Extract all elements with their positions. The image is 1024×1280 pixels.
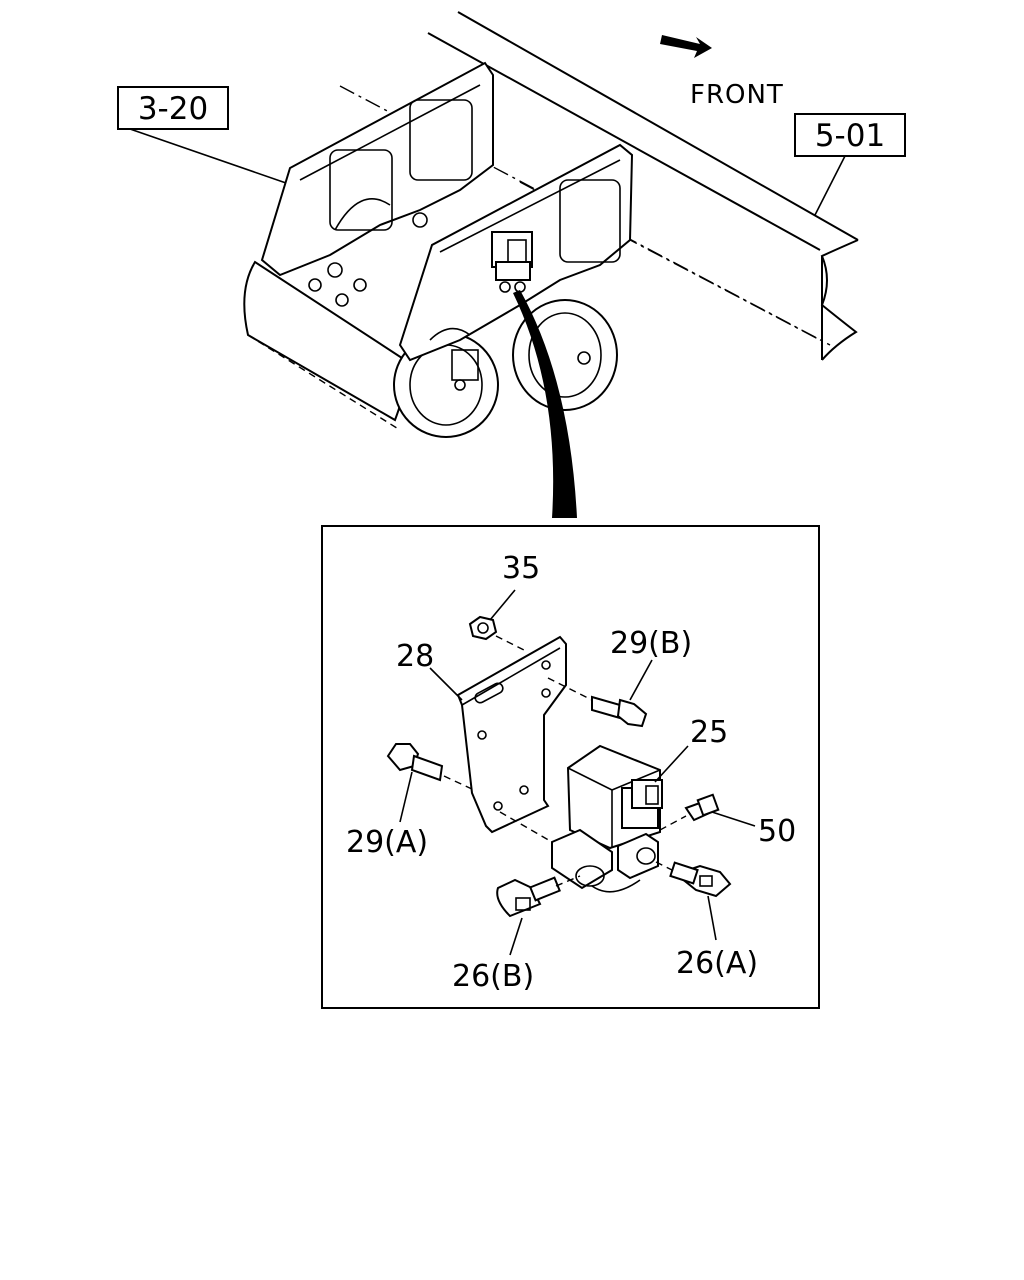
part-35-nut[interactable] xyxy=(468,615,498,641)
part-29a-label: 29(A) xyxy=(346,825,428,860)
axis-29a xyxy=(443,775,475,791)
leader-25 xyxy=(654,745,689,783)
part-25-valve[interactable] xyxy=(551,744,663,893)
reference-3-20[interactable]: 3-20 xyxy=(117,86,229,130)
axis-26b xyxy=(555,875,581,887)
part-26b-label: 26(B) xyxy=(452,959,534,994)
leader-29a xyxy=(399,771,413,823)
part-29b-bolt[interactable] xyxy=(591,695,648,728)
axis-plate-valve xyxy=(499,811,553,843)
detail-view: 35 28 29(B) 29(A) xyxy=(321,525,820,1009)
part-26a-label: 26(A) xyxy=(676,946,758,981)
axis-29b xyxy=(547,677,593,701)
part-28-label: 28 xyxy=(396,639,434,674)
part-28-bracket[interactable] xyxy=(456,635,567,834)
axis-26a xyxy=(655,861,677,873)
mounted-sensor-valve xyxy=(491,231,533,293)
leader-3-20 xyxy=(129,128,287,184)
part-25-label: 25 xyxy=(690,715,728,750)
leader-50 xyxy=(711,811,756,827)
leader-29b xyxy=(629,659,653,701)
svg-text:3-20: 3-20 xyxy=(138,91,208,127)
leader-26b xyxy=(509,917,523,956)
front-arrow-icon xyxy=(660,35,712,58)
rear-bracket-plate xyxy=(260,61,494,307)
axis-35 xyxy=(495,635,529,653)
leader-26a xyxy=(707,895,717,941)
front-label: FRONT xyxy=(690,80,784,110)
part-50-label: 50 xyxy=(758,814,796,849)
rear-air-tank xyxy=(243,260,499,438)
part-50-plug[interactable] xyxy=(684,793,720,822)
leader-28 xyxy=(429,667,463,701)
svg-text:5-01: 5-01 xyxy=(815,118,885,154)
part-29b-label: 29(B) xyxy=(610,626,692,661)
detail-callout-pointer xyxy=(513,290,577,518)
leader-35 xyxy=(489,589,516,621)
front-air-tank xyxy=(512,299,618,411)
part-29a-bolt[interactable] xyxy=(386,743,444,782)
chassis-overview: FRONT 5-01 3-20 xyxy=(117,11,906,518)
part-35-label: 35 xyxy=(502,551,540,586)
part-26a-fitting[interactable] xyxy=(669,861,732,898)
reference-5-01[interactable]: 5-01 xyxy=(794,113,906,157)
axis-50 xyxy=(659,815,687,831)
leader-5-01 xyxy=(814,155,846,216)
part-26b-fitting[interactable] xyxy=(496,876,561,918)
